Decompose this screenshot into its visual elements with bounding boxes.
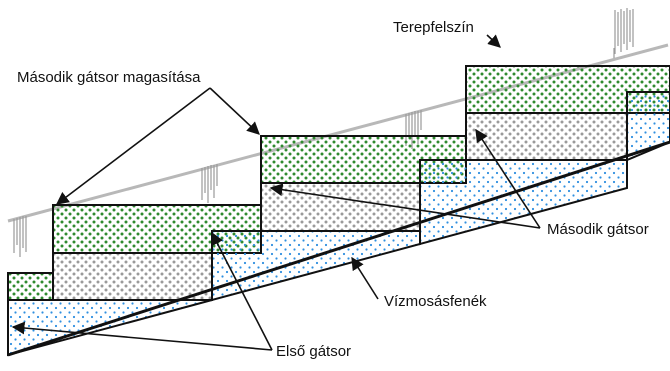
pointer-raise-left — [55, 87, 211, 205]
third-row-green-block — [465, 65, 670, 114]
pointer-second-row-2 — [269, 183, 541, 229]
grass-tuft-icon — [613, 8, 634, 58]
label-gully-bed: Vízmosásfenék — [384, 293, 487, 310]
label-second-row: Második gátsor — [547, 221, 649, 238]
pointer-first-row-1 — [11, 321, 273, 351]
pointer-gully-bed — [351, 256, 379, 300]
label-first-row: Első gátsor — [276, 343, 351, 360]
label-second-row-raise: Második gátsor magasítása — [17, 69, 201, 86]
gully-fill-wedge — [7, 299, 213, 357]
gully-bed-line — [7, 140, 670, 357]
grass-tuft-icon — [13, 216, 27, 257]
pointer-second-row-1 — [475, 128, 541, 229]
pointer-raise-right — [209, 87, 260, 135]
small-green-block — [7, 272, 54, 301]
grass-tuft-icon — [201, 164, 218, 203]
pointer-first-row-2 — [211, 231, 273, 351]
gully-fill-wedge — [211, 230, 421, 302]
pointer-terrain — [486, 34, 501, 48]
first-row-grey-block — [52, 252, 213, 301]
label-terrain-surface: Terepfelszín — [393, 19, 474, 36]
gully-fill-wedge — [626, 91, 670, 162]
